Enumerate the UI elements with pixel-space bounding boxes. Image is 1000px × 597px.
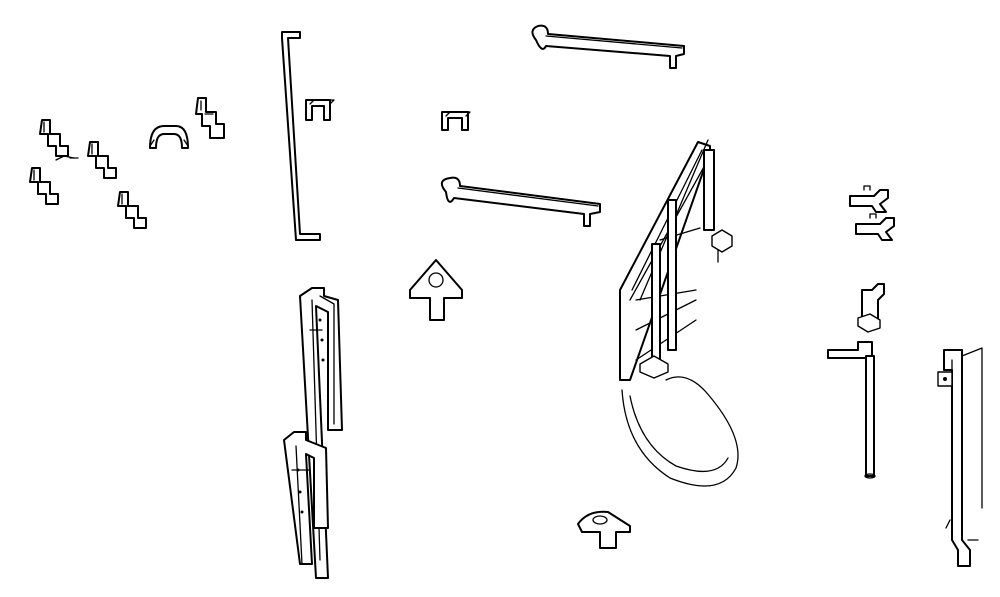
- tab-bracket-icon: [409, 259, 463, 321]
- hooked-bar-icon: [440, 176, 601, 227]
- post-icon: [827, 283, 885, 479]
- z-clip-icon: [29, 119, 147, 229]
- rod-icon: [281, 31, 321, 241]
- tab-bracket-icon: [577, 510, 631, 549]
- valve-icon: [849, 185, 895, 241]
- z-clip-icon: [195, 97, 225, 139]
- u-clip-icon: [149, 125, 189, 149]
- post-icon: [937, 347, 983, 567]
- hinge-bracket-icon: [283, 287, 343, 579]
- u-clip-icon: [441, 111, 471, 131]
- hooked-bar-icon: [531, 24, 685, 69]
- u-clip-icon: [305, 99, 335, 121]
- panel-icon: [619, 139, 739, 487]
